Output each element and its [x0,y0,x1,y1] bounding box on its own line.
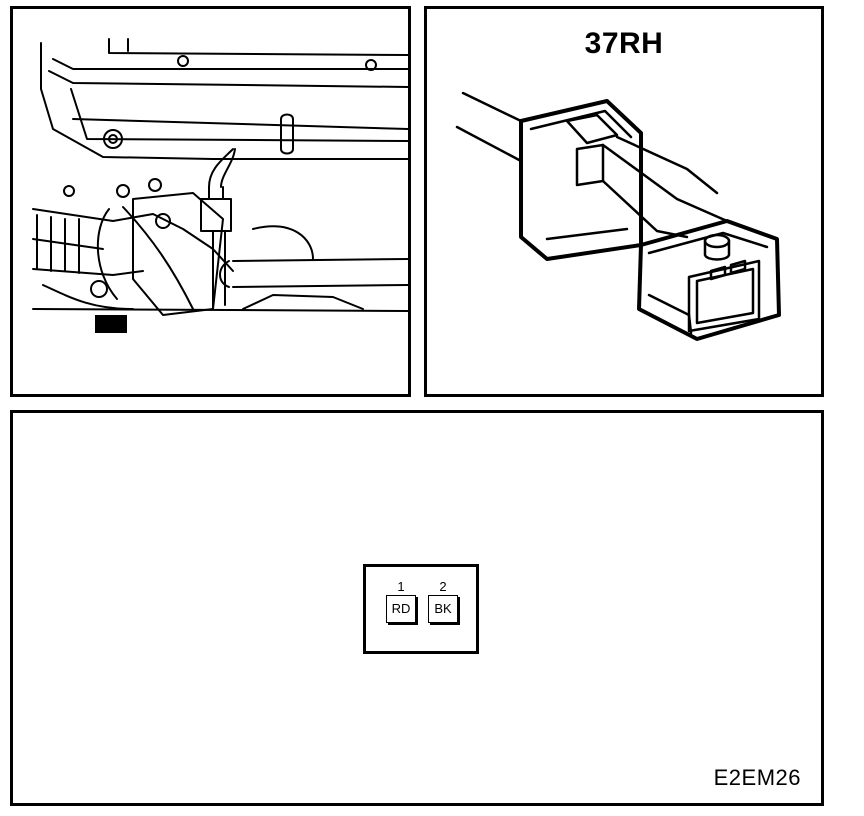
engine-bay-drawing [32,38,408,333]
pin-number: 1 [397,579,405,594]
connector-view-panel: 37RH [424,6,824,397]
figure-code: E2EM26 [713,765,801,790]
pinout-panel: 1 RD 2 BK E2EM26 [10,410,824,806]
pin-cavity: BK [428,595,458,623]
pin-number: 2 [439,579,447,594]
connector-location-marker [95,315,127,333]
engine-location-panel [10,6,411,397]
pin-cavity: RD [386,595,416,623]
connector-face: 1 RD 2 BK [363,564,479,654]
connector-title: 37RH [584,27,664,60]
connector-drawing [455,91,781,341]
